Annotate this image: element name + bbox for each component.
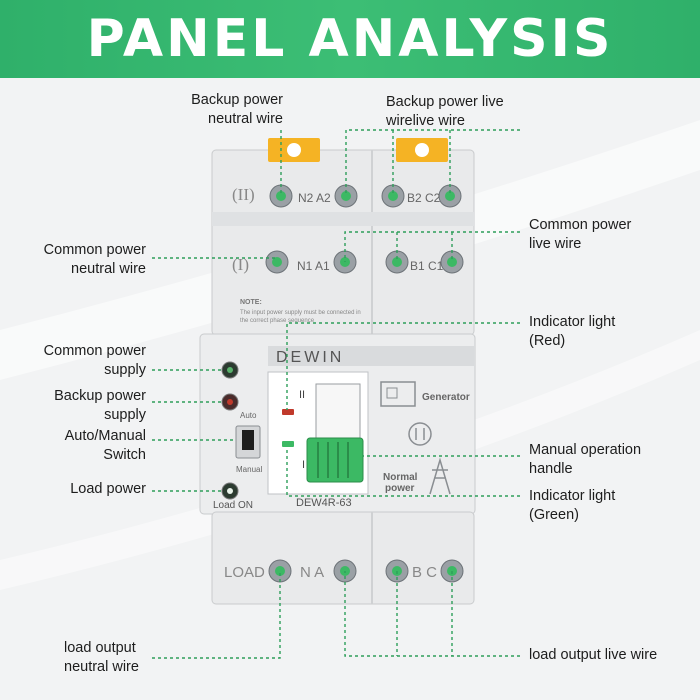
callout-line: neutral wire <box>208 111 283 127</box>
terminal-label-n1a1: N1 A1 <box>297 259 330 273</box>
callout-common-supply: Common power supply <box>44 342 146 380</box>
callout-backup-supply: Backup power supply <box>54 387 146 425</box>
backup-supply-light <box>221 393 239 411</box>
power-tower-icon <box>429 457 451 495</box>
callout-line: (Red) <box>529 333 566 349</box>
screw-n2 <box>269 184 293 208</box>
normal-power-line1: Normal <box>383 472 418 483</box>
note-line-2: the correct phase sequence <box>240 318 315 324</box>
callout-auto-manual: Auto/Manual Switch <box>65 427 146 465</box>
manual-operation-handle[interactable] <box>306 437 364 483</box>
leader-backup-live <box>345 129 520 196</box>
note-title: NOTE: <box>240 299 262 306</box>
device-bottom-body <box>211 511 475 605</box>
note-line-1: The input power supply must be connected… <box>240 310 361 316</box>
brand-bar <box>268 346 474 366</box>
callout-line: live wire <box>529 236 582 252</box>
load-label: LOAD <box>224 564 265 581</box>
row-mid-symbol: (I) <box>232 255 249 274</box>
screw-n1 <box>265 250 289 274</box>
leader-load-neutral <box>152 571 281 659</box>
callout-line: Auto/Manual <box>64 428 146 444</box>
callout-common-live: Common power live wire <box>529 216 631 254</box>
callout-line: (Green) <box>529 507 579 523</box>
callout-line: Backup power <box>191 92 283 108</box>
banner-title: PANEL ANALYSIS <box>86 9 614 69</box>
roman-two: II <box>299 389 305 401</box>
load-on-label: Load ON <box>213 500 253 511</box>
callout-load-power: Load power <box>70 480 146 499</box>
load-power-light <box>221 482 239 500</box>
leader-load-live <box>344 571 520 657</box>
callout-line: neutral wire <box>71 261 146 277</box>
generator-icon <box>380 381 416 407</box>
header-banner: PANEL ANALYSIS <box>0 0 700 78</box>
screw-n-out <box>268 559 292 583</box>
leader-indicator-red <box>286 322 520 410</box>
callout-line: load output live wire <box>529 647 658 663</box>
callout-load-live: load output live wire <box>529 646 657 665</box>
row-top-symbol: (II) <box>232 185 255 204</box>
terminal-label-n2a2: N2 A2 <box>298 191 331 205</box>
device-top-body <box>211 149 475 336</box>
callout-indicator-green: Indicator light (Green) <box>529 487 615 525</box>
leader-indicator-green <box>286 447 520 497</box>
common-supply-light <box>221 361 239 379</box>
screw-b2 <box>381 184 405 208</box>
brand-name: DEWIN <box>276 349 344 366</box>
callout-line: handle <box>529 461 573 477</box>
callout-line: supply <box>104 362 146 378</box>
callout-line: Manual operation <box>529 442 642 458</box>
screw-a2 <box>334 184 358 208</box>
manual-label: Manual <box>236 465 262 474</box>
auto-label: Auto <box>240 411 257 420</box>
callout-load-neutral: load output neutral wire <box>64 639 139 677</box>
callout-line: neutral wire <box>64 659 139 675</box>
normal-power-line2: power <box>385 483 415 494</box>
screw-c2 <box>438 184 462 208</box>
callout-line: Switch <box>103 447 146 463</box>
callout-line: Indicator light <box>529 488 616 504</box>
callout-line: Backup power live <box>386 94 504 110</box>
callout-line: Common power <box>43 343 146 359</box>
generator-label: Generator <box>422 392 470 403</box>
roman-one: I <box>302 459 305 471</box>
callout-line: Backup power <box>54 388 146 404</box>
leader-common-live <box>344 231 520 262</box>
callout-line: Common power <box>43 242 146 258</box>
terminal-label-b2c2: B2 C2 <box>407 191 441 205</box>
callout-manual-handle: Manual operation handle <box>529 441 641 479</box>
swap-arrows-icon <box>408 422 432 446</box>
model-label: DEW4R-63 <box>296 497 352 509</box>
callout-line: wirelive wire <box>386 113 465 129</box>
terminal-label-bc: B C <box>412 564 437 581</box>
screw-c1 <box>440 250 464 274</box>
terminal-cover-right <box>396 138 448 162</box>
leader-lines <box>152 129 520 659</box>
callout-backup-live: Backup power live wirelive wire <box>386 93 504 131</box>
callout-line: Common power <box>529 217 632 233</box>
terminal-label-na: N A <box>300 564 324 581</box>
green-indicator <box>282 441 294 447</box>
callout-line: Load power <box>70 481 146 497</box>
callout-backup-neutral: Backup power neutral wire <box>191 91 283 129</box>
callout-common-neutral: Common power neutral wire <box>44 241 146 279</box>
callout-line: load output <box>64 640 136 656</box>
red-indicator <box>282 409 294 415</box>
callout-indicator-red: Indicator light (Red) <box>529 313 615 351</box>
screw-b1 <box>385 250 409 274</box>
terminal-cover-left <box>268 138 320 162</box>
terminal-label-b1c1: B1 C1 <box>410 259 444 273</box>
callout-line: Indicator light <box>529 314 616 330</box>
callout-line: supply <box>104 407 146 423</box>
